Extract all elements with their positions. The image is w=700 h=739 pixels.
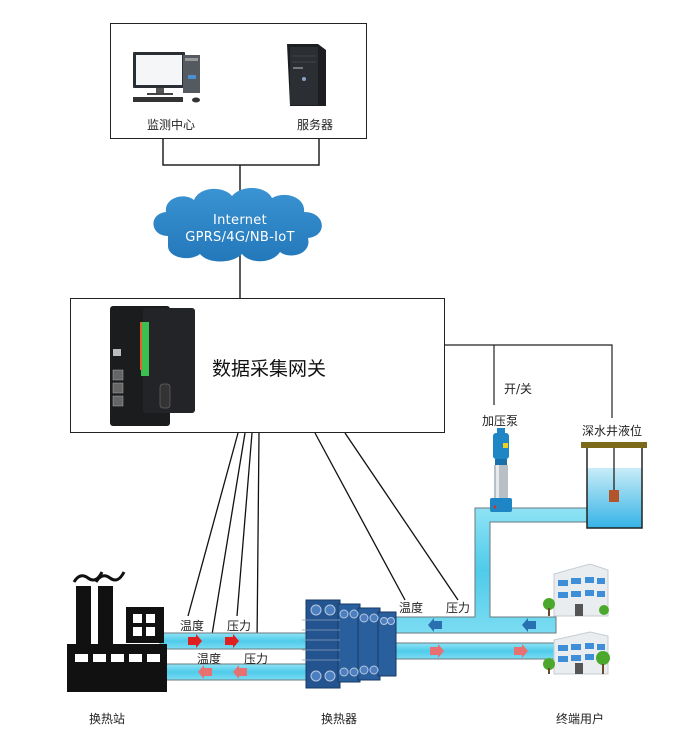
arrow-secondary-supply-2: [514, 644, 528, 658]
terminal-users-label: 终端用户: [556, 712, 605, 726]
arrow-primary-return-2: [233, 665, 247, 679]
heat-station-label: 换热站: [89, 712, 126, 726]
arrow-primary-supply-1: [188, 634, 202, 648]
sensor-wires: [187, 432, 459, 648]
wire-secondary-pressure: [344, 432, 459, 601]
factory-icon: [67, 571, 167, 692]
arrow-secondary-return-2: [522, 618, 536, 632]
building-icon-lower: [543, 631, 610, 675]
network-internet-text: Internet: [212, 213, 268, 228]
primary-return-pressure-label: 压力: [244, 652, 269, 666]
well-lid: [581, 442, 647, 448]
secondary-temp-label: 温度: [399, 601, 424, 615]
monitor-center-label: 监测中心: [147, 118, 196, 132]
server-label: 服务器: [297, 118, 334, 132]
chimney-smoke-2: [94, 571, 126, 583]
wire-primary-return-temp: [209, 432, 246, 648]
primary-supply-temp-label: 温度: [180, 619, 205, 633]
level-float-icon: [609, 490, 619, 502]
secondary-return-pipe: [394, 507, 588, 634]
booster-pump-icon: [490, 428, 512, 512]
arrow-primary-return-1: [198, 665, 212, 679]
deep-well-tank: [581, 442, 647, 529]
secondary-pressure-label: 压力: [446, 601, 471, 615]
building-icon-upper: [543, 563, 609, 617]
monitor-computer-icon: [133, 52, 200, 103]
arrow-secondary-return-1: [428, 618, 442, 632]
control-wires: [445, 344, 613, 418]
switch-label: 开/关: [504, 382, 533, 396]
primary-supply-pressure-label: 压力: [227, 619, 252, 633]
monitor-link: [162, 139, 320, 166]
fbox-gateway-device-icon: [110, 306, 195, 426]
flow-arrows: [188, 618, 536, 679]
network-label: Internet GPRS/4G/NB-IoT: [160, 212, 320, 246]
well-walls: [586, 447, 643, 529]
gateway-to-pump-and-well-wire: [445, 344, 613, 418]
pump-label: 加压泵: [482, 414, 519, 428]
wire-secondary-temp: [314, 432, 406, 601]
server-icon: [287, 44, 326, 106]
network-protocols-text: GPRS/4G/NB-IoT: [185, 230, 295, 245]
arrow-primary-supply-2: [225, 634, 239, 648]
heat-exchanger-label: 换热器: [321, 712, 358, 726]
heat-exchanger-icon: [302, 599, 397, 689]
arrow-secondary-supply-1: [430, 644, 444, 658]
wire-primary-supply-pressure: [236, 432, 253, 617]
primary-return-temp-label: 温度: [197, 652, 222, 666]
well-level-label: 深水井液位: [582, 424, 643, 438]
cloud-icon: [153, 187, 322, 262]
wire-primary-return-pressure: [256, 432, 260, 646]
top-system-box: [110, 23, 367, 139]
wire-primary-supply-temp: [187, 432, 239, 617]
secondary-supply-pipe: [394, 642, 557, 660]
gateway-title: 数据采集网关: [212, 358, 327, 380]
gateway-box: [70, 298, 445, 433]
